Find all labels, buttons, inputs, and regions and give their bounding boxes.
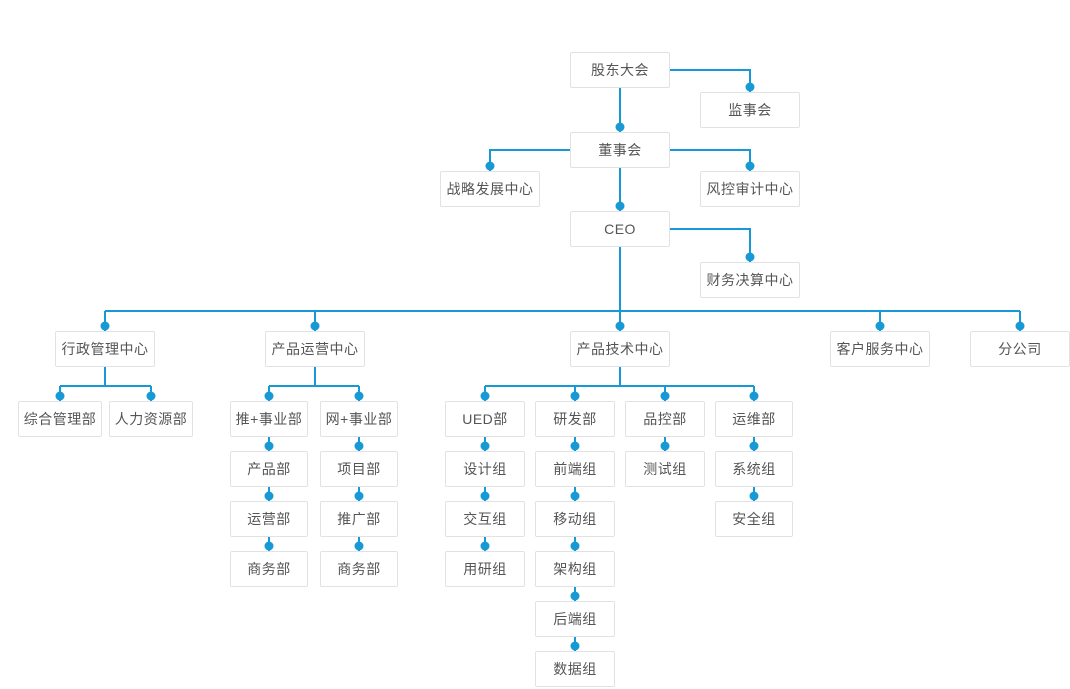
connector-dot [55,391,65,401]
connector-dot [570,641,580,651]
connector-dot [749,441,759,451]
connector-dot [485,161,495,171]
connector-dot [570,441,580,451]
connector-dot [660,441,670,451]
org-node-wang-business-dept: 网+事业部 [320,401,398,437]
org-node-general-mgmt-dept: 综合管理部 [18,401,102,437]
connector-dot [660,391,670,401]
org-node-security-group: 安全组 [715,501,793,537]
org-node-testing-group: 测试组 [625,451,705,487]
org-node-finance-center: 财务决算中心 [700,262,800,298]
connector-dot [749,391,759,401]
org-node-tui-business-dept: 推+事业部 [230,401,308,437]
connector-dot [354,541,364,551]
connector-dot [875,321,885,331]
org-node-strategy-center: 战略发展中心 [440,171,540,207]
connector-dot [570,541,580,551]
org-node-operation-dept: 运营部 [230,501,308,537]
org-node-mobile-group: 移动组 [535,501,615,537]
org-node-business-dept-wang: 商务部 [320,551,398,587]
connector-dot [615,201,625,211]
org-node-shareholders: 股东大会 [570,52,670,88]
org-node-product-tech-center: 产品技术中心 [570,331,670,367]
org-node-hr-dept: 人力资源部 [109,401,193,437]
org-node-business-dept-tui: 商务部 [230,551,308,587]
connector-dot [1015,321,1025,331]
org-node-customer-service-center: 客户服务中心 [830,331,930,367]
connector-dot [480,391,490,401]
org-node-ued-dept: UED部 [445,401,525,437]
connector-dots [55,82,1025,651]
connector-dot [570,591,580,601]
connector-dot [749,491,759,501]
connector-dot [310,321,320,331]
connector-dot [480,441,490,451]
org-node-frontend-group: 前端组 [535,451,615,487]
connector-dot [480,491,490,501]
connector-dot [354,491,364,501]
org-node-project-dept: 项目部 [320,451,398,487]
connector-dot [100,321,110,331]
connector-dot [354,441,364,451]
connector-dot [480,541,490,551]
org-node-admin-center: 行政管理中心 [55,331,155,367]
org-node-product-ops-center: 产品运营中心 [265,331,365,367]
connector-dot [354,391,364,401]
org-node-design-group: 设计组 [445,451,525,487]
org-node-data-group: 数据组 [535,651,615,687]
org-node-promotion-dept: 推广部 [320,501,398,537]
connector-dot [570,391,580,401]
connector-dot [264,441,274,451]
org-node-user-research-group: 用研组 [445,551,525,587]
connector-dot [615,122,625,132]
connector-dot [745,252,755,262]
connector-dot [146,391,156,401]
org-node-supervisory-board: 监事会 [700,92,800,128]
connector-dot [264,491,274,501]
org-node-ceo: CEO [570,211,670,247]
org-node-backend-group: 后端组 [535,601,615,637]
org-node-rd-dept: 研发部 [535,401,615,437]
org-node-ops-dept: 运维部 [715,401,793,437]
org-node-risk-audit-center: 风控审计中心 [700,171,800,207]
connector-dot [745,161,755,171]
org-node-product-dept: 产品部 [230,451,308,487]
connector-dot [745,82,755,92]
org-node-system-group: 系统组 [715,451,793,487]
org-node-architecture-group: 架构组 [535,551,615,587]
org-node-interaction-group: 交互组 [445,501,525,537]
connector-dot [570,491,580,501]
org-node-qc-dept: 品控部 [625,401,705,437]
org-node-branch-company: 分公司 [970,331,1070,367]
org-node-board-of-directors: 董事会 [570,132,670,168]
connector-dot [615,321,625,331]
connector-dot [264,541,274,551]
connector-dot [264,391,274,401]
